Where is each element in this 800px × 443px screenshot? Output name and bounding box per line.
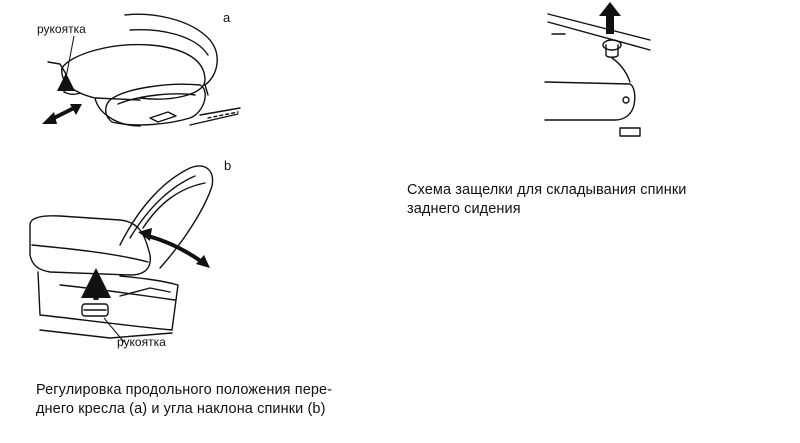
latch-drawing [544,13,651,137]
handle-leader-line-b [103,317,125,343]
figure-letter-b: b [224,158,232,173]
right-caption-line-2: заднего сидения [407,201,521,217]
handle-label-a: рукоятка [37,22,86,36]
double-arrow-b [138,228,210,268]
right-caption: Схема защелки для складывания спинки зад… [407,181,687,219]
left-caption-line-1: Регулировка продольного положения пере- [36,382,333,398]
left-caption-line-2: днего кресла (a) и угла наклона спинки (… [36,401,326,417]
handle-label-b: рукоятка [117,335,166,349]
double-arrow-a [42,104,82,124]
pull-up-arrow [599,2,621,34]
figure-letter-a: a [223,10,231,25]
handle-leader-line-a [63,35,75,89]
left-caption: Регулировка продольного положения пере- … [36,381,332,419]
seat-drawing-b [29,165,214,339]
right-caption-line-1: Схема защелки для складывания спинки [407,182,687,198]
